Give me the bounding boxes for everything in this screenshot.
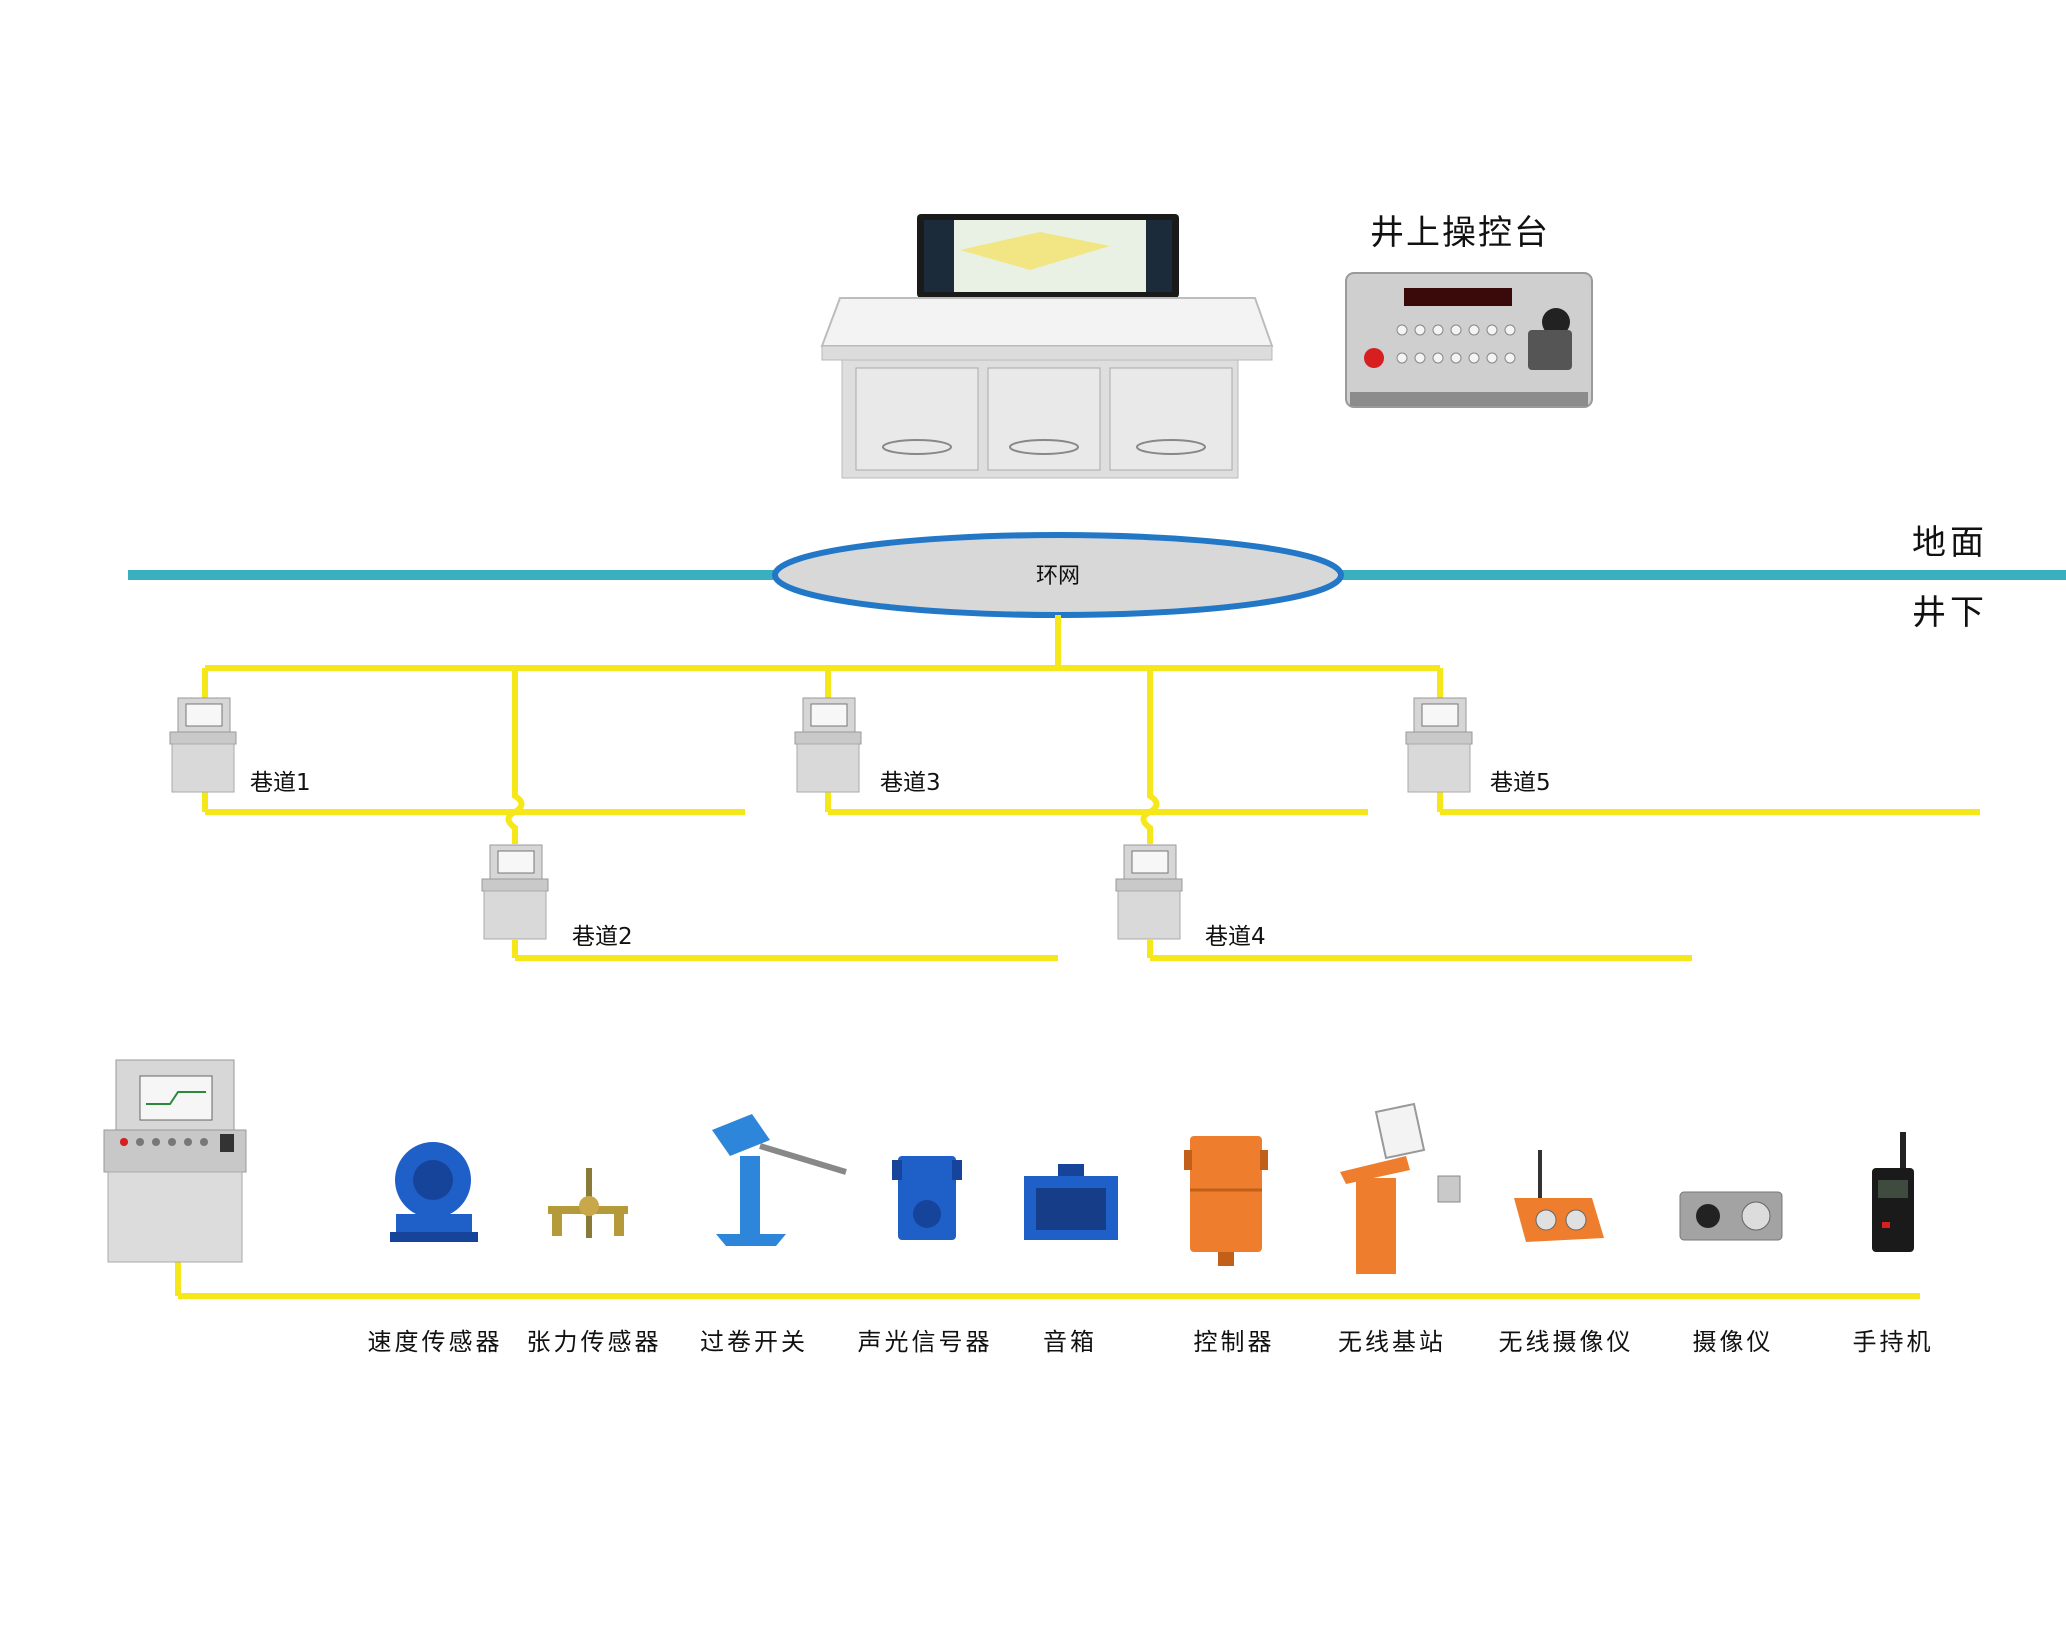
tunnel-station-1-icon — [169, 697, 237, 793]
device-label-wireless-camera: 无线摄像仪 — [1499, 1328, 1634, 1356]
ground-label: 地面 — [1912, 523, 1988, 563]
handheld-radio-icon — [1872, 1132, 1914, 1252]
ring-network-label: 环网 — [1036, 564, 1080, 589]
tunnel-5-label: 巷道5 — [1490, 770, 1551, 796]
local-controller-cabinet-icon — [103, 1059, 247, 1263]
device-label-camera: 摄像仪 — [1693, 1328, 1774, 1356]
tunnel-4-label: 巷道4 — [1205, 924, 1266, 950]
surface-console-label: 井上操控台 — [1370, 213, 1550, 253]
device-label-controller: 控制器 — [1194, 1328, 1275, 1356]
device-label-tension-sensor: 张力传感器 — [527, 1328, 662, 1356]
camera-icon — [1679, 1191, 1783, 1241]
tunnel-2-label: 巷道2 — [572, 924, 633, 950]
signal-device-icon — [892, 1156, 962, 1240]
device-label-overwind-switch: 过卷开关 — [700, 1328, 808, 1356]
operator-desk-icon — [820, 214, 1274, 479]
branch-lines — [175, 615, 1980, 1299]
device-label-handheld-radio: 手持机 — [1853, 1328, 1934, 1356]
wireless-camera-icon — [1514, 1150, 1604, 1242]
tunnel-station-2-icon — [481, 844, 549, 940]
device-label-wireless-base-station: 无线基站 — [1338, 1328, 1446, 1356]
device-label-signal-device: 声光信号器 — [858, 1328, 993, 1356]
wireless-base-station-icon — [1340, 1102, 1461, 1274]
device-label-speaker: 音箱 — [1043, 1328, 1097, 1356]
tunnel-3-label: 巷道3 — [880, 770, 941, 796]
underground-label: 井下 — [1912, 593, 1988, 633]
tunnel-station-3-icon — [794, 697, 862, 793]
tunnel-station-4-icon — [1115, 844, 1183, 940]
tunnel-1-label: 巷道1 — [250, 770, 311, 796]
speed-sensor-icon — [390, 1142, 478, 1242]
device-label-speed-sensor: 速度传感器 — [368, 1328, 503, 1356]
control-panel-icon — [1345, 272, 1593, 408]
tension-sensor-icon — [548, 1168, 628, 1238]
speaker-box-icon — [1024, 1164, 1118, 1240]
controller-icon — [1184, 1136, 1268, 1266]
overwind-switch-icon — [712, 1114, 847, 1246]
tunnel-station-5-icon — [1405, 697, 1473, 793]
